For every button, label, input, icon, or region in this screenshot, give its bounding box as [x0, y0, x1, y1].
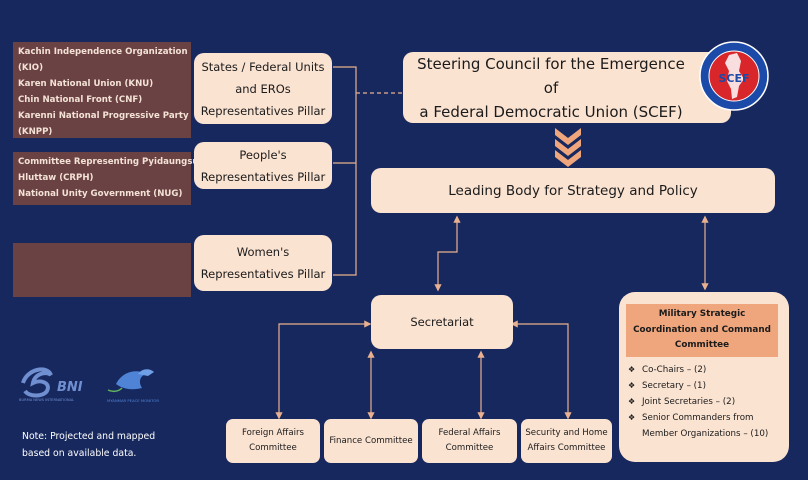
- diamond-bullet-icon: ❖: [628, 413, 636, 422]
- secretariat: Secretariat: [371, 295, 513, 349]
- diamond-bullet-icon: ❖: [628, 365, 636, 374]
- list-item: ❖Secretary – (1): [628, 378, 788, 394]
- member-orgs-states: Kachin Independence Organization (KIO) K…: [13, 42, 191, 138]
- svg-text:BNI: BNI: [57, 380, 83, 395]
- peace-monitor-logo: MYANMAR PEACE MONITOR: [107, 369, 159, 403]
- svg-text:MYANMAR PEACE MONITOR: MYANMAR PEACE MONITOR: [107, 398, 159, 403]
- scef-logo: SCEF: [699, 41, 769, 111]
- member-orgs-people: Committee Representing Pyidaungsu Hlutta…: [13, 152, 199, 205]
- leading-body: Leading Body for Strategy and Policy: [371, 168, 775, 213]
- committee-finance: Finance Committee: [324, 419, 418, 463]
- pillar-people: People's Representatives Pillar: [194, 142, 332, 189]
- note-text: Note: Projected and mapped based on avai…: [22, 431, 156, 459]
- bni-logo: BNI BURMA NEWS INTERNATIONAL: [19, 367, 83, 402]
- list-item: ❖Co-Chairs – (2): [628, 362, 788, 378]
- committee-foreign-affairs: Foreign Affairs Committee: [226, 419, 320, 463]
- committee-security-home: Security and Home Affairs Committee: [521, 419, 612, 463]
- pillar-women: Women's Representatives Pillar: [194, 235, 332, 291]
- diamond-bullet-icon: ❖: [628, 381, 636, 390]
- logo-text: SCEF: [718, 72, 749, 85]
- military-committee-title: Military Strategic Coordination and Comm…: [626, 304, 778, 357]
- committee-federal-affairs: Federal Affairs Committee: [422, 419, 517, 463]
- military-committee-list: ❖Co-Chairs – (2) ❖Secretary – (1) ❖Joint…: [628, 362, 788, 442]
- pillar-states: States / Federal Units and EROs Represen…: [194, 53, 332, 124]
- list-item: ❖Senior Commanders from: [628, 410, 788, 426]
- member-orgs-women: [13, 243, 191, 297]
- steering-council: Steering Council for the Emergence of a …: [403, 52, 731, 123]
- diamond-bullet-icon: ❖: [628, 397, 636, 406]
- list-item: Member Organizations – (10): [642, 429, 769, 439]
- svg-text:BURMA NEWS INTERNATIONAL: BURMA NEWS INTERNATIONAL: [19, 398, 74, 402]
- chevron-down-icon: [555, 128, 581, 167]
- list-item: ❖Joint Secretaries – (2): [628, 394, 788, 410]
